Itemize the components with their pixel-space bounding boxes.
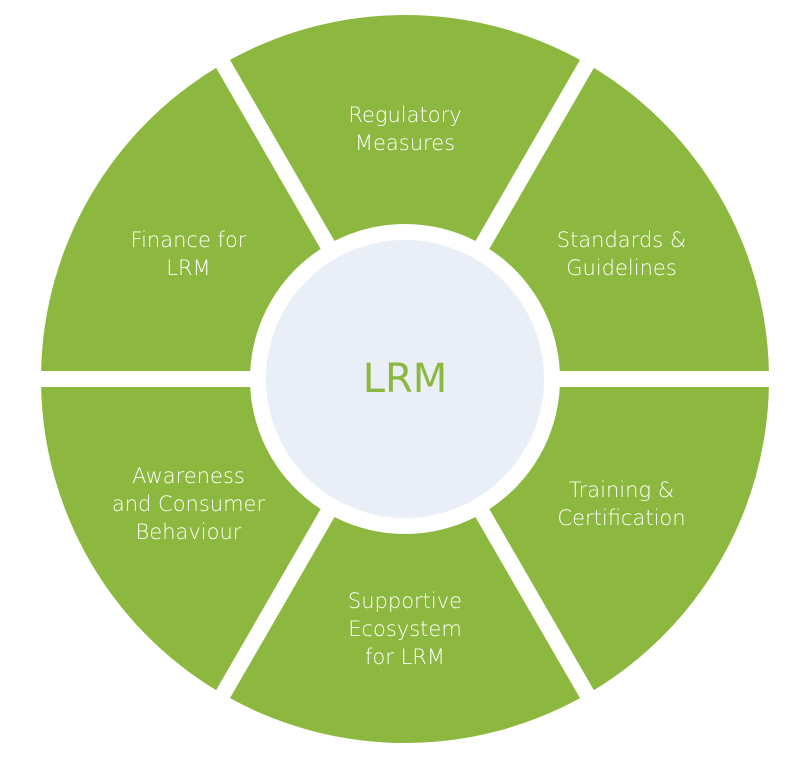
segment-5-label-line: Awareness [132,464,245,488]
center-label: LRM [363,356,448,402]
segment-2-label: Standards & Guidelines [557,228,687,280]
segment-4 [229,517,581,744]
segment-6-label-line: Finance for [131,228,247,252]
segment-3 [489,387,769,691]
segment-6 [41,67,321,371]
segment-2-label-line: Guidelines [566,256,677,280]
segment-4-label-line: for LRM [365,645,445,669]
segment-4-label-line: Supportive [348,589,462,613]
segment-3-label-line: Certification [557,506,685,530]
segment-3-label-line: Training & [569,478,674,502]
segment-2 [489,67,769,371]
segment-2-label-line: Standards & [557,228,687,252]
segment-1-label-line: Measures [355,131,455,155]
segment-5-label-line: Behaviour [136,520,242,544]
segment-1 [229,14,581,241]
segment-5-label-line: and Consumer [112,492,266,516]
segment-3-label: Training & Certification [557,478,685,530]
segment-6-label-line: LRM [166,256,210,280]
segment-5 [41,387,321,691]
segment-4-label-line: Ecosystem [348,617,462,641]
center-disc [266,240,544,518]
segment-1-label-line: Regulatory [348,103,461,127]
